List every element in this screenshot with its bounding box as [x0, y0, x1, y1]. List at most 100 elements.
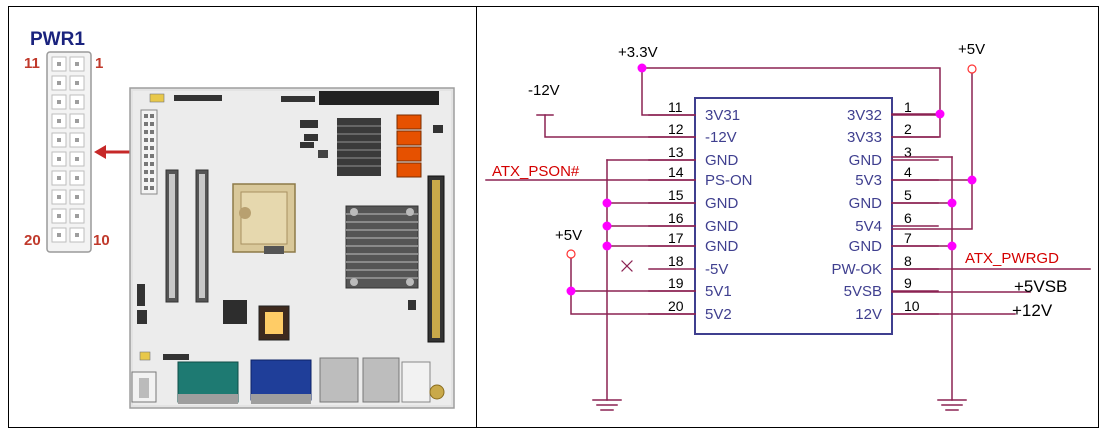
- board-pin: [144, 186, 148, 190]
- pin-contact: [57, 195, 61, 199]
- net-label-atx-pwrgd: ATX_PWRGD: [965, 250, 1059, 267]
- ground-icon: [592, 399, 622, 411]
- pin-number: 8: [904, 253, 912, 269]
- pin-contact: [57, 214, 61, 218]
- pin-label-11: 11: [24, 55, 40, 72]
- board-pin: [150, 122, 154, 126]
- no-connect-icon: [621, 260, 633, 272]
- pin-name: 12V: [855, 306, 882, 323]
- panel-divider: [476, 7, 477, 427]
- pin-number: 20: [668, 298, 684, 314]
- net-label-12v: +12V: [1012, 301, 1053, 320]
- pin-name: -12V: [705, 129, 737, 146]
- atx-connector-pwr1: [46, 51, 92, 253]
- board-pin: [144, 154, 148, 158]
- pin-number: 14: [668, 164, 684, 180]
- figure-frame: [8, 6, 1099, 428]
- net-label-5v-left: +5V: [555, 227, 582, 244]
- pin-contact: [75, 157, 79, 161]
- board-pin: [150, 162, 154, 166]
- connector-body: [694, 97, 893, 335]
- board-pin: [150, 114, 154, 118]
- pin-number: 10: [904, 298, 920, 314]
- board-pin: [150, 178, 154, 182]
- motherboard-illustration: [129, 87, 455, 409]
- pin-contact: [75, 81, 79, 85]
- pin-contact: [57, 233, 61, 237]
- pin-number: 17: [668, 230, 684, 246]
- pin-name: GND: [849, 195, 883, 212]
- board-pin: [144, 130, 148, 134]
- pin-number: 15: [668, 187, 684, 203]
- pin-contact: [75, 119, 79, 123]
- pin-name: PW-OK: [831, 261, 882, 278]
- pin-name: 3V32: [847, 107, 882, 124]
- pin-contact: [75, 195, 79, 199]
- pin-number: 2: [904, 121, 912, 137]
- pin-number: 6: [904, 210, 912, 226]
- pin-name: GND: [705, 195, 739, 212]
- pin-name: 5VSB: [844, 283, 882, 300]
- pin-number: 4: [904, 164, 912, 180]
- board-pin: [150, 130, 154, 134]
- net-label-5v-top: +5V: [958, 41, 985, 58]
- pin-name: 5V4: [855, 218, 882, 235]
- junction-dots: [566, 63, 977, 296]
- pin-contact: [57, 119, 61, 123]
- pin-number: 11: [668, 99, 683, 115]
- board-pin: [150, 154, 154, 158]
- pin-number: 9: [904, 275, 912, 291]
- pin-contact: [57, 157, 61, 161]
- net-label-neg12v: -12V: [528, 82, 560, 99]
- net-label-5vsb: +5VSB: [1014, 277, 1067, 296]
- net-label-atx-pson: ATX_PSON#: [492, 163, 580, 180]
- board-pin: [150, 186, 154, 190]
- board-pin: [144, 138, 148, 142]
- board-pin: [144, 146, 148, 150]
- pin-number: 1: [904, 99, 912, 115]
- pin-contact: [57, 62, 61, 66]
- pin-contact: [75, 214, 79, 218]
- pin-label-10: 10: [93, 232, 110, 249]
- pin-contact: [75, 233, 79, 237]
- pin-label-20: 20: [24, 232, 41, 249]
- pin-contact: [75, 100, 79, 104]
- net-label-3v3: +3.3V: [618, 44, 658, 61]
- pin-number: 5: [904, 187, 912, 203]
- board-pin: [144, 122, 148, 126]
- pin-number: 13: [668, 144, 684, 160]
- pin-number: 3: [904, 144, 912, 160]
- board-pin: [144, 162, 148, 166]
- pin-contact: [57, 138, 61, 142]
- pin-contact: [57, 81, 61, 85]
- pin-name: GND: [705, 218, 739, 235]
- pin-name: PS-ON: [705, 172, 753, 189]
- pin-contact: [57, 100, 61, 104]
- pin-name: 5V2: [705, 306, 732, 323]
- board-pin: [144, 170, 148, 174]
- pin-label-1: 1: [95, 55, 103, 72]
- connector-pinout-panel: PWR1 11 1 20 10: [24, 29, 455, 409]
- pin-name: 5V1: [705, 283, 732, 300]
- pin-name: 5V3: [855, 172, 882, 189]
- connector-title: PWR1: [30, 29, 85, 50]
- pin-contact: [75, 176, 79, 180]
- pin-contact: [75, 62, 79, 66]
- board-pin: [144, 114, 148, 118]
- ground-icon: [937, 399, 967, 411]
- pin-name: GND: [705, 238, 739, 255]
- pin-name: 3V31: [705, 107, 740, 124]
- pin-number: 7: [904, 230, 912, 246]
- pin-name: GND: [849, 238, 883, 255]
- pin-number: 12: [668, 121, 684, 137]
- pin-contact: [57, 176, 61, 180]
- pin-number: 16: [668, 210, 684, 226]
- board-pin: [144, 178, 148, 182]
- pin-name: 3V33: [847, 129, 882, 146]
- pin-name: GND: [849, 152, 883, 169]
- pin-number: 19: [668, 275, 684, 291]
- pin-number: 18: [668, 253, 684, 269]
- board-pin: [150, 138, 154, 142]
